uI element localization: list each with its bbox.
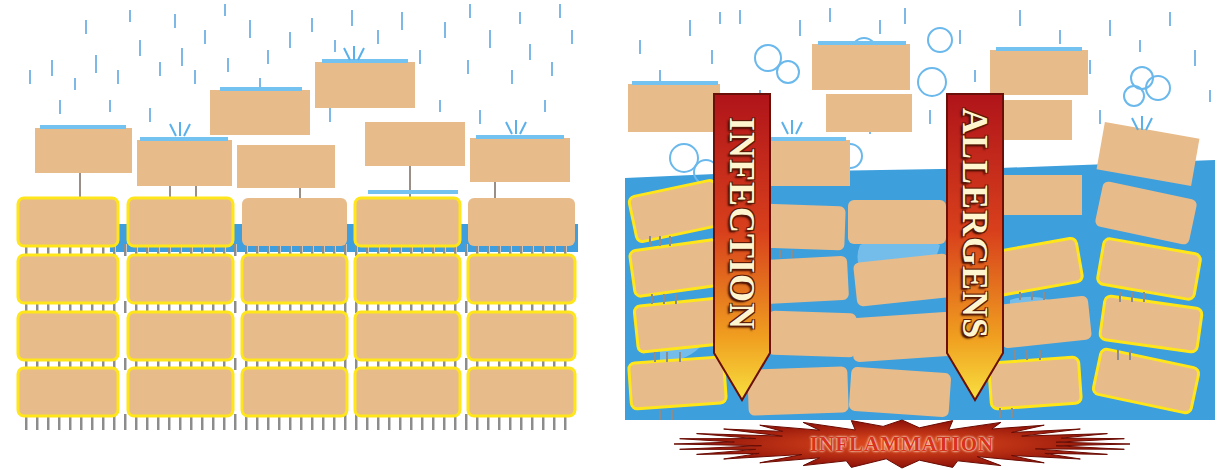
corneocyte xyxy=(242,368,347,416)
water-film xyxy=(996,47,1082,51)
surface-cell xyxy=(1002,175,1082,215)
corneocyte xyxy=(1094,181,1197,246)
water-film xyxy=(818,41,906,45)
corneocyte xyxy=(759,204,845,251)
corneocyte xyxy=(759,256,849,305)
bubble xyxy=(777,61,799,83)
water-film xyxy=(632,81,718,85)
threat-arrow: INFECTION xyxy=(713,93,771,401)
surface-cell xyxy=(826,94,912,132)
corneocyte xyxy=(18,255,118,303)
arrow-body xyxy=(714,94,770,400)
corneocyte xyxy=(242,255,347,303)
threat-arrow: ALLERGENS xyxy=(946,93,1004,401)
water-film xyxy=(140,137,228,141)
corneocyte xyxy=(128,368,233,416)
corneocyte xyxy=(355,198,460,246)
corneocyte xyxy=(634,298,726,353)
corneocyte xyxy=(18,198,118,246)
corneocyte xyxy=(848,200,946,244)
corneocyte xyxy=(853,253,952,307)
corneocyte xyxy=(128,198,233,246)
bubble xyxy=(918,68,946,96)
corneocyte xyxy=(242,312,347,360)
surface-cell xyxy=(210,90,310,135)
corneocyte xyxy=(998,295,1092,348)
surface-cell xyxy=(812,44,910,90)
corneocyte xyxy=(18,368,118,416)
corneocyte xyxy=(747,366,849,415)
surface-cell xyxy=(765,140,850,186)
surface-cell xyxy=(365,122,465,166)
bubble xyxy=(1124,86,1144,106)
bubble xyxy=(1146,76,1170,100)
corneocyte xyxy=(1092,348,1199,414)
arrow-body xyxy=(947,94,1003,400)
corneocyte xyxy=(18,312,118,360)
burst-label: INFLAMMATION xyxy=(672,418,1132,470)
water-film xyxy=(770,137,846,141)
surface-cell xyxy=(35,128,132,173)
corneocyte xyxy=(1099,295,1202,352)
surface-cell xyxy=(1097,122,1200,186)
surface-cell xyxy=(137,140,232,186)
water-film xyxy=(322,59,408,63)
corneocyte xyxy=(468,312,575,360)
surface-cell xyxy=(315,62,415,108)
corneocyte xyxy=(468,198,575,246)
corneocyte xyxy=(849,367,952,418)
surface-cell xyxy=(470,138,570,182)
corneocyte xyxy=(355,368,460,416)
surface-cell xyxy=(628,84,720,132)
corneocyte xyxy=(468,368,575,416)
bubble xyxy=(928,28,952,52)
surface-cell xyxy=(237,145,335,188)
corneocyte xyxy=(629,239,723,297)
surface-cell xyxy=(1002,100,1072,140)
corneocyte xyxy=(355,255,460,303)
corneocyte xyxy=(355,312,460,360)
corneocyte xyxy=(128,255,233,303)
corneocyte xyxy=(989,357,1082,409)
corneocyte xyxy=(468,255,575,303)
corneocyte xyxy=(767,310,856,357)
water-film xyxy=(220,87,302,91)
water-film xyxy=(476,135,564,139)
corneocyte xyxy=(628,179,724,242)
corneocyte xyxy=(851,312,954,363)
inflammation-burst: INFLAMMATION xyxy=(672,418,1132,470)
water-splash xyxy=(170,46,526,136)
arrow-label: ALLERGENS xyxy=(946,99,1004,349)
water-film xyxy=(368,190,458,194)
corneocyte xyxy=(1097,238,1201,300)
corneocyte xyxy=(242,198,347,246)
water-film xyxy=(40,125,126,129)
corneocyte xyxy=(629,357,727,410)
arrow-label: INFECTION xyxy=(713,99,771,349)
surface-cell xyxy=(990,50,1088,95)
corneocyte xyxy=(128,312,233,360)
